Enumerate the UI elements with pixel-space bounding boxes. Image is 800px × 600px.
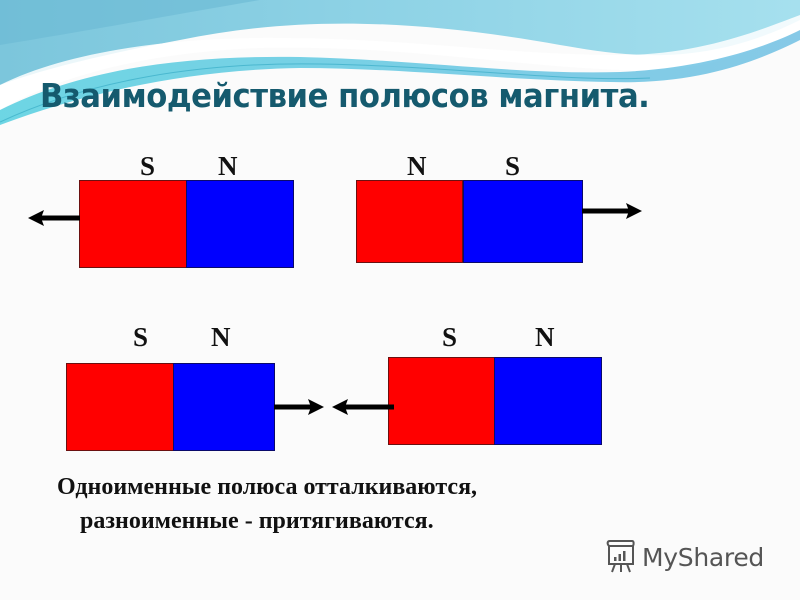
arrow-right-icon <box>274 399 324 415</box>
decorative-wave-header <box>0 0 800 125</box>
pole-label-n: N <box>218 151 238 181</box>
caption-line-2: разноименные - притягиваются. <box>80 508 434 534</box>
pole-label-s: S <box>442 322 458 352</box>
pole-label-s: S <box>140 151 156 181</box>
slide-title: Взаимодействие полюсов магнита. <box>40 76 650 115</box>
pole-label-s: S <box>505 151 521 181</box>
pole-label-n: N <box>535 322 555 352</box>
magnet-4-north-half <box>494 357 602 445</box>
watermark-text: MyShared <box>642 542 764 572</box>
pole-label-n: N <box>211 322 231 352</box>
magnet-2-left-half <box>356 180 463 263</box>
pole-label-n: N <box>407 151 427 181</box>
magnet-3-south-half <box>66 363 174 451</box>
caption-line-1: Одноименные полюса отталкиваются, <box>57 474 478 500</box>
arrow-left-icon <box>332 399 394 415</box>
magnet-1-north-half <box>186 180 294 268</box>
magnet-1-south-half <box>79 180 187 268</box>
magnet-2-right-half <box>463 180 583 263</box>
watermark-logo: MyShared <box>606 540 764 574</box>
presentation-board-icon <box>606 540 635 573</box>
arrow-left-icon <box>28 210 80 226</box>
magnet-3-north-half <box>173 363 275 451</box>
pole-label-s: S <box>133 322 149 352</box>
arrow-right-icon <box>582 203 642 219</box>
magnet-4-south-half <box>388 357 495 445</box>
